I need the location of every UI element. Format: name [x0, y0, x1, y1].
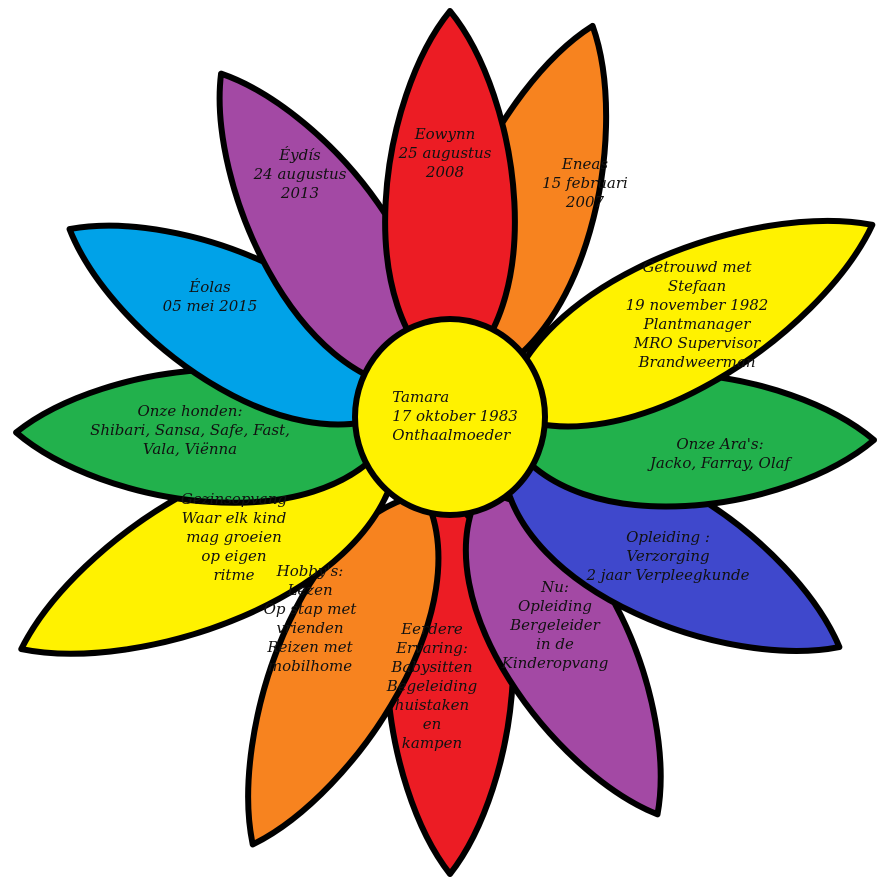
- label-line: 2 jaar Verpleegkunde: [586, 566, 750, 584]
- label-line: 2008: [425, 163, 465, 181]
- label-line: en: [422, 715, 442, 733]
- petal-eowynn: [382, 8, 518, 383]
- label-line: Eerdere: [401, 620, 463, 638]
- label-line: Lezen: [287, 581, 333, 599]
- label-line: 05 mei 2015: [162, 297, 258, 315]
- label-line: Begeleiding: [386, 677, 478, 695]
- label-line: Hobby's:: [276, 562, 344, 580]
- label-line: Babysitten: [391, 658, 473, 676]
- label-line: vrienden: [276, 619, 344, 637]
- label-line: Opleiding :: [626, 528, 710, 546]
- label-line: Gezinsopvang: [180, 490, 288, 508]
- label-line: Opleiding: [517, 597, 593, 615]
- petal-getrouwd: [500, 217, 876, 430]
- label-line: mag groeien: [186, 528, 282, 546]
- label-line: Nu:: [541, 578, 569, 596]
- label-line: in de: [536, 635, 574, 653]
- petal-label-aras: Onze Ara's:Jacko, Farray, Olaf: [650, 435, 790, 473]
- label-line: 24 augustus: [253, 165, 347, 183]
- label-line: 2013: [280, 184, 320, 202]
- label-line: Op stap met: [263, 600, 357, 618]
- label-line: Stefaan: [667, 277, 727, 295]
- label-line: Onze honden:: [137, 402, 243, 420]
- label-line: op eigen: [201, 547, 267, 565]
- label-line: Éydís: [279, 146, 321, 164]
- label-line: 19 november 1982: [625, 296, 769, 314]
- label-line: 2007: [565, 193, 605, 211]
- label-line: Bergeleider: [510, 616, 600, 634]
- label-line: Getrouwd met: [642, 258, 752, 276]
- label-line: Onze Ara's:: [676, 435, 764, 453]
- label-line: Reizen met: [267, 638, 353, 656]
- label-line: MRO Supervisor: [633, 334, 761, 352]
- label-line: Eneas: [561, 155, 609, 173]
- label-line: Verzorging: [626, 547, 710, 565]
- label-line: huistaken: [394, 696, 470, 714]
- label-line: ritme: [213, 566, 255, 584]
- flower-center: [352, 316, 548, 518]
- label-line: 17 oktober 1983: [392, 407, 518, 425]
- label-line: kampen: [401, 734, 463, 752]
- label-line: Tamara: [392, 388, 450, 406]
- label-line: Ervaring:: [396, 639, 468, 657]
- label-line: Onthaalmoeder: [392, 426, 511, 444]
- label-line: Vala, Viënna: [142, 440, 238, 458]
- label-line: 15 februari: [542, 174, 628, 192]
- label-line: Brandweerman: [638, 353, 756, 371]
- label-line: mobilhome: [267, 657, 353, 675]
- label-line: Plantmanager: [643, 315, 751, 333]
- label-line: 25 augustus: [398, 144, 492, 162]
- label-line: Kinderopvang: [501, 654, 609, 672]
- label-line: Eowynn: [414, 125, 476, 143]
- label-line: Éolas: [189, 278, 231, 296]
- label-line: Shibari, Sansa, Safe, Fast,: [90, 421, 290, 439]
- label-line: Waar elk kind: [181, 509, 287, 527]
- label-line: Jacko, Farray, Olaf: [649, 454, 791, 472]
- petal-label-honden: Onze honden:Shibari, Sansa, Safe, Fast,V…: [90, 402, 290, 459]
